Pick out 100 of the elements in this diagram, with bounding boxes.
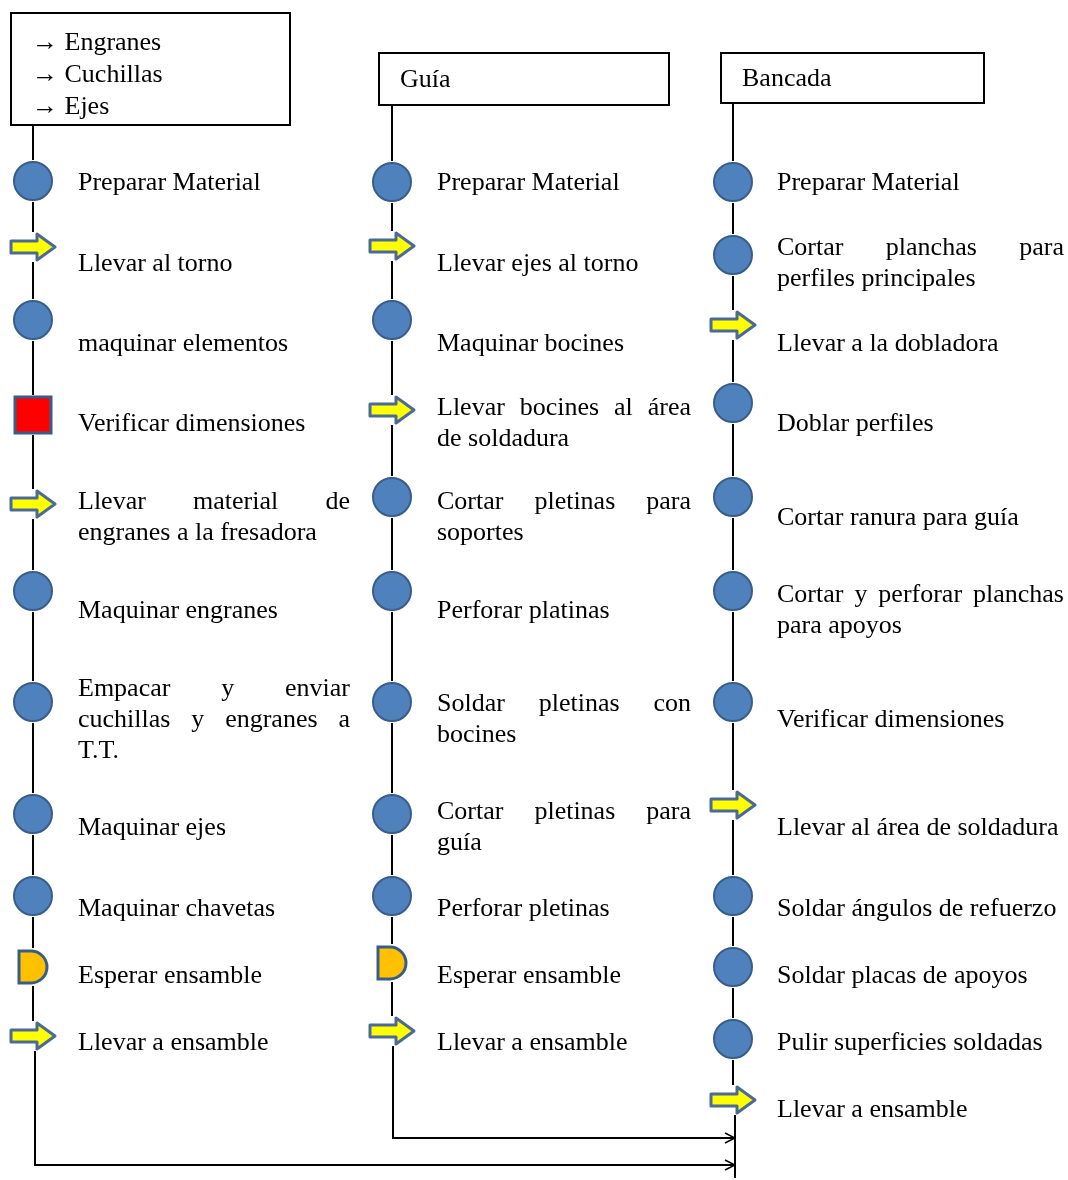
header-text: → Cuchillas xyxy=(32,58,164,90)
step-label: Maquinar chavetas xyxy=(78,891,277,923)
transport-symbol xyxy=(9,1021,57,1051)
step-label: maquinar elementos xyxy=(78,326,290,358)
connector-line xyxy=(391,340,393,396)
step-label: Esperar ensamble xyxy=(437,958,623,990)
step-label: Cortar ranura para guía xyxy=(777,500,1020,532)
connector-line xyxy=(732,916,734,947)
transport-symbol xyxy=(709,310,757,340)
operation-circle xyxy=(371,299,413,341)
step-label: Llevar al área de soldadura xyxy=(777,810,1060,842)
step-label: Llevar a ensamble xyxy=(777,1092,969,1124)
transport-symbol xyxy=(368,395,416,425)
connector-line xyxy=(32,125,34,161)
operation-circle xyxy=(12,160,54,202)
connector-line xyxy=(32,340,34,396)
operation-circle xyxy=(712,161,754,203)
connector-line xyxy=(32,916,34,949)
connector-line xyxy=(32,434,34,490)
connector-line xyxy=(391,105,393,162)
step-label: Perforar pletinas xyxy=(437,891,611,923)
header-text: Bancada xyxy=(742,62,833,94)
step-label: Verificar dimensiones xyxy=(78,406,307,438)
step-label: Soldar placas de apoyos xyxy=(777,958,1029,990)
inspection-square xyxy=(13,395,53,435)
connector-line xyxy=(732,819,734,876)
operation-circle xyxy=(371,570,413,612)
step-label: Llevar a la dobladora xyxy=(777,326,1000,358)
connector-line xyxy=(732,339,734,383)
transport-symbol xyxy=(368,231,416,261)
connector-line xyxy=(732,275,734,311)
connector-line xyxy=(391,424,393,477)
operation-circle xyxy=(12,299,54,341)
step-label: Llevar a ensamble xyxy=(78,1025,270,1057)
header-text: → Ejes xyxy=(32,90,111,122)
operation-circle xyxy=(712,1018,754,1060)
step-label: Cortar y perforar planchas para apoyos xyxy=(777,578,1064,640)
step-label: Cortar pletinas para soportes xyxy=(437,485,691,547)
connector-line xyxy=(32,201,34,233)
operation-circle xyxy=(12,875,54,917)
transport-symbol xyxy=(709,1085,757,1115)
connector-line xyxy=(32,261,34,300)
operation-circle xyxy=(371,161,413,203)
connector-line xyxy=(391,611,393,682)
operation-circle xyxy=(712,875,754,917)
header-box xyxy=(720,52,985,104)
connector-line xyxy=(391,981,393,1017)
connector-line xyxy=(32,985,34,1022)
header-text: → Engranes xyxy=(32,26,163,58)
step-label: Doblar perfiles xyxy=(777,406,935,438)
connector-line xyxy=(391,834,393,876)
step-label: Esperar ensamble xyxy=(78,958,264,990)
step-label: Soldar pletinas con bocines xyxy=(437,687,691,749)
step-label: Llevar material de engranes a la fresadora xyxy=(78,485,350,547)
connector-line xyxy=(391,202,393,232)
step-label: Maquinar bocines xyxy=(437,326,625,358)
step-label: Preparar Material xyxy=(437,165,621,197)
operation-circle xyxy=(12,793,54,835)
operation-circle xyxy=(371,875,413,917)
connector-line xyxy=(732,987,734,1019)
operation-circle xyxy=(712,476,754,518)
header-text: Guía xyxy=(400,63,452,95)
step-label: Maquinar ejes xyxy=(78,810,227,842)
step-label: Perforar platinas xyxy=(437,593,611,625)
header-box xyxy=(10,12,291,126)
step-label: Llevar ejes al torno xyxy=(437,246,640,278)
connector-line xyxy=(732,517,734,571)
connector-line xyxy=(732,722,734,791)
operation-circle xyxy=(712,570,754,612)
arrow xyxy=(392,1045,736,1144)
arrow xyxy=(34,1050,736,1171)
connector-line xyxy=(732,202,734,235)
transport-symbol xyxy=(9,232,57,262)
step-label: Verificar dimensiones xyxy=(777,702,1006,734)
operation-circle xyxy=(371,681,413,723)
operation-circle xyxy=(712,382,754,424)
delay-symbol xyxy=(16,948,50,986)
transport-symbol xyxy=(9,489,57,519)
connector-line xyxy=(32,722,34,794)
operation-circle xyxy=(12,570,54,612)
operation-circle xyxy=(712,946,754,988)
step-label: Preparar Material xyxy=(78,165,262,197)
step-label: Llevar a ensamble xyxy=(437,1025,629,1057)
connector-line xyxy=(32,518,34,571)
header-box xyxy=(378,52,670,106)
delay-symbol xyxy=(375,944,409,982)
transport-symbol xyxy=(368,1016,416,1046)
connector-line xyxy=(732,423,734,477)
step-label: Pulir superficies soldadas xyxy=(777,1025,1044,1057)
connector-line xyxy=(32,611,34,682)
step-label: Empacar y enviar cuchillas y engranes a T.T. xyxy=(78,671,350,765)
operation-circle xyxy=(712,681,754,723)
step-label: Llevar bocines al área de soldadura xyxy=(437,391,691,453)
operation-circle xyxy=(371,476,413,518)
operation-circle xyxy=(712,234,754,276)
connector-line xyxy=(32,834,34,876)
step-label: Cortar planchas para perfiles principales xyxy=(777,231,1064,293)
connector-line xyxy=(732,103,734,162)
step-label: Preparar Material xyxy=(777,165,961,197)
connector-line xyxy=(391,722,393,794)
